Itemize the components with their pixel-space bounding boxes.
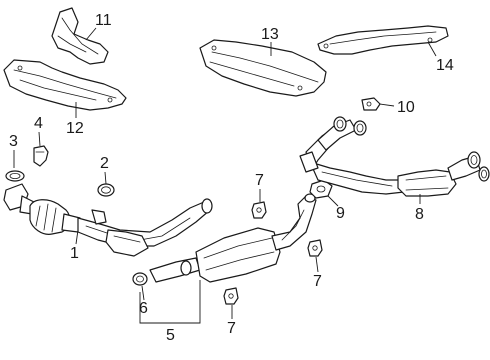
callout-7b-group: 7 — [227, 305, 236, 337]
callout-12-group: 12 — [66, 102, 84, 137]
callout-9-leader — [327, 195, 339, 207]
callout-7b-label: 7 — [227, 320, 236, 337]
flange-gasket-part — [97, 183, 115, 197]
pipe-clamp-part — [132, 272, 148, 286]
callout-13-group: 13 — [261, 26, 279, 56]
callout-11-leader — [85, 27, 97, 41]
tailpipe-bracket-part — [361, 97, 381, 111]
callout-14-leader — [427, 41, 437, 57]
callout-3-label: 3 — [9, 133, 18, 150]
muffler-assembly-part — [149, 193, 317, 283]
callout-12-label: 12 — [66, 120, 84, 137]
heat-shield-front-part — [3, 59, 127, 111]
callout-8-label: 8 — [415, 206, 424, 223]
heat-shield-center-part — [199, 39, 327, 97]
callout-14-group: 14 — [427, 41, 454, 74]
callout-7c-leader — [315, 256, 319, 273]
mount-bracket-part — [33, 145, 49, 167]
exhaust-hanger-a-part — [251, 201, 267, 219]
exhaust-hanger-c-part — [307, 239, 323, 257]
rear-muffler-tailpipe-part — [299, 116, 490, 197]
heat-shield-upper-part — [51, 7, 109, 65]
callout-14-label: 14 — [436, 57, 454, 74]
callout-1-group: 1 — [70, 229, 79, 262]
callout-1-leader — [75, 229, 79, 245]
callout-8-group: 8 — [415, 194, 424, 223]
catalytic-converter-part — [3, 183, 213, 257]
callout-2-group: 2 — [100, 155, 109, 185]
callout-10-label: 10 — [397, 99, 415, 116]
callout-10-leader — [379, 103, 395, 107]
callout-3-group: 3 — [9, 133, 18, 168]
callout-2-label: 2 — [100, 155, 109, 172]
heat-shield-rear-part — [317, 25, 449, 55]
callout-1-label: 1 — [70, 245, 79, 262]
callout-7a-group: 7 — [255, 172, 264, 202]
callout-4-group: 4 — [34, 115, 43, 147]
exhaust-hanger-b-part — [223, 287, 239, 305]
callout-13-label: 13 — [261, 26, 279, 43]
callout-11-label: 11 — [95, 12, 112, 29]
callout-6-leader — [141, 285, 145, 301]
callout-6-label: 6 — [139, 300, 148, 317]
callout-10-group: 10 — [379, 99, 415, 116]
callout-5-label: 5 — [166, 327, 175, 344]
callout-9-label: 9 — [336, 205, 345, 222]
callout-11-group: 11 — [85, 12, 112, 41]
callout-4-leader — [38, 131, 41, 147]
callout-7c-group: 7 — [313, 256, 322, 290]
callout-2-leader — [104, 171, 107, 185]
callout-4-label: 4 — [34, 115, 43, 132]
callout-9-group: 9 — [327, 195, 345, 222]
callout-7c-label: 7 — [313, 273, 322, 290]
callout-7a-label: 7 — [255, 172, 264, 189]
gasket-ring-part — [5, 170, 25, 182]
callout-6-group: 6 — [139, 285, 148, 317]
callout-5-group: 5 — [139, 280, 201, 344]
callout-5-leader — [139, 280, 201, 324]
